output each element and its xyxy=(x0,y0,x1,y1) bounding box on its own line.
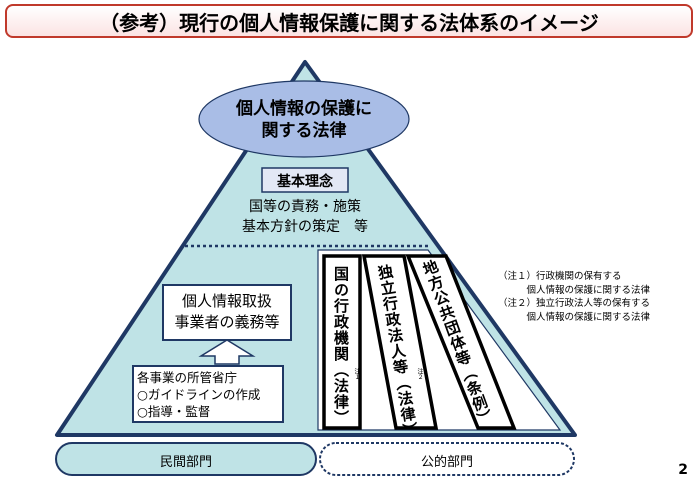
apex-ellipse xyxy=(198,80,410,158)
slide-title: （参考）現行の個人情報保護に関する法体系のイメージ xyxy=(5,4,693,38)
duties-label: 国等の責務・施策 基本方針の策定 等 xyxy=(242,199,368,235)
law-box-iai xyxy=(361,254,439,430)
page-number: 2 xyxy=(678,462,688,478)
public-sector-pill xyxy=(319,442,575,476)
apex-label: 個人情報の保護に 関する法律 xyxy=(236,99,372,141)
note-2: （注２）独立行政法人等の保有する 個人情報の保護に関する法律 xyxy=(498,298,651,323)
note-mark-2: 注２ xyxy=(416,368,423,380)
up-arrow xyxy=(198,339,256,365)
public-sector-label: 公的部門 xyxy=(420,455,473,470)
law-label-gov: 国の行政機関（法律） xyxy=(332,266,350,426)
note-mark-1: 注１ xyxy=(353,368,360,380)
private-sector-label: 民間部門 xyxy=(159,455,212,470)
private-sector-pill xyxy=(55,442,317,476)
basic-principle-label: 基本理念 xyxy=(277,174,333,190)
law-box-gov xyxy=(322,254,362,430)
obligations-label: 個人情報取扱 事業者の義務等 xyxy=(174,292,280,331)
law-box-local xyxy=(405,254,517,430)
ministry-label: 各事業の所管省庁 ○ガイドラインの作成 ○指導・監督 xyxy=(137,370,261,419)
basic-principle-box xyxy=(261,167,349,193)
note-1: （注１）行政機関の保有する 個人情報の保護に関する法律 xyxy=(498,271,651,296)
ministry-box xyxy=(132,365,284,423)
